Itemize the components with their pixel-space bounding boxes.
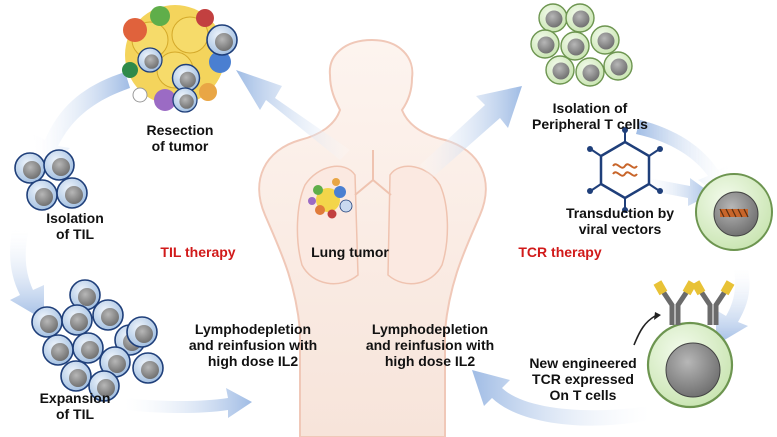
label-lympho-right-line1: Lymphodepletion	[371, 321, 489, 337]
transduced-cell	[695, 173, 773, 251]
tcr-receptor-icon	[633, 280, 735, 346]
label-isolation-til-line1: Isolation	[46, 210, 104, 226]
engineered-tcr-cell	[646, 321, 734, 409]
viral-vector-icon	[587, 127, 663, 213]
label-lympho-right-line2: and reinfusion with	[365, 337, 495, 353]
label-isolation-peripheral-line1: Isolation of	[552, 100, 628, 116]
label-lymphodepletion-left: Lymphodepletion and reinfusion with high…	[178, 321, 328, 369]
label-expansion-til: Expansion of TIL	[20, 390, 130, 422]
label-lympho-left-line1: Lymphodepletion	[194, 321, 312, 337]
label-lung-tumor: Lung tumor	[311, 244, 389, 260]
label-isolation-peripheral: Isolation of Peripheral T cells	[515, 100, 665, 132]
label-resection-line1: Resection	[146, 122, 214, 138]
label-new-engineered: New engineered TCR expressed On T cells	[518, 355, 648, 403]
label-expansion-til-line1: Expansion	[39, 390, 111, 406]
label-lympho-left-line2: and reinfusion with	[188, 337, 318, 353]
label-expansion-til-line2: of TIL	[55, 406, 95, 422]
tumor-mass-icon	[122, 5, 238, 113]
label-lympho-left-line3: high dose IL2	[207, 353, 299, 369]
label-isolation-til-line2: of TIL	[55, 226, 95, 242]
label-transduction: Transduction by viral vectors	[550, 205, 690, 237]
lung-tumor-icon	[308, 178, 353, 219]
label-lympho-right-line3: high dose IL2	[384, 353, 476, 369]
label-til-therapy: TIL therapy	[160, 244, 236, 260]
label-isolation-peripheral-line2: Peripheral T cells	[532, 116, 648, 132]
label-resection-line2: of tumor	[151, 138, 209, 154]
label-lymphodepletion-right: Lymphodepletion and reinfusion with high…	[355, 321, 505, 369]
label-new-engineered-line2: TCR expressed	[532, 371, 634, 387]
label-isolation-til: Isolation of TIL	[30, 210, 120, 242]
label-transduction-line1: Transduction by	[565, 205, 675, 221]
arrows	[10, 70, 750, 426]
label-transduction-line2: viral vectors	[578, 221, 662, 237]
label-new-engineered-line3: On T cells	[549, 387, 617, 403]
label-new-engineered-line1: New engineered	[529, 355, 637, 371]
label-resection: Resection of tumor	[130, 122, 230, 154]
label-tcr-therapy: TCR therapy	[518, 244, 602, 260]
